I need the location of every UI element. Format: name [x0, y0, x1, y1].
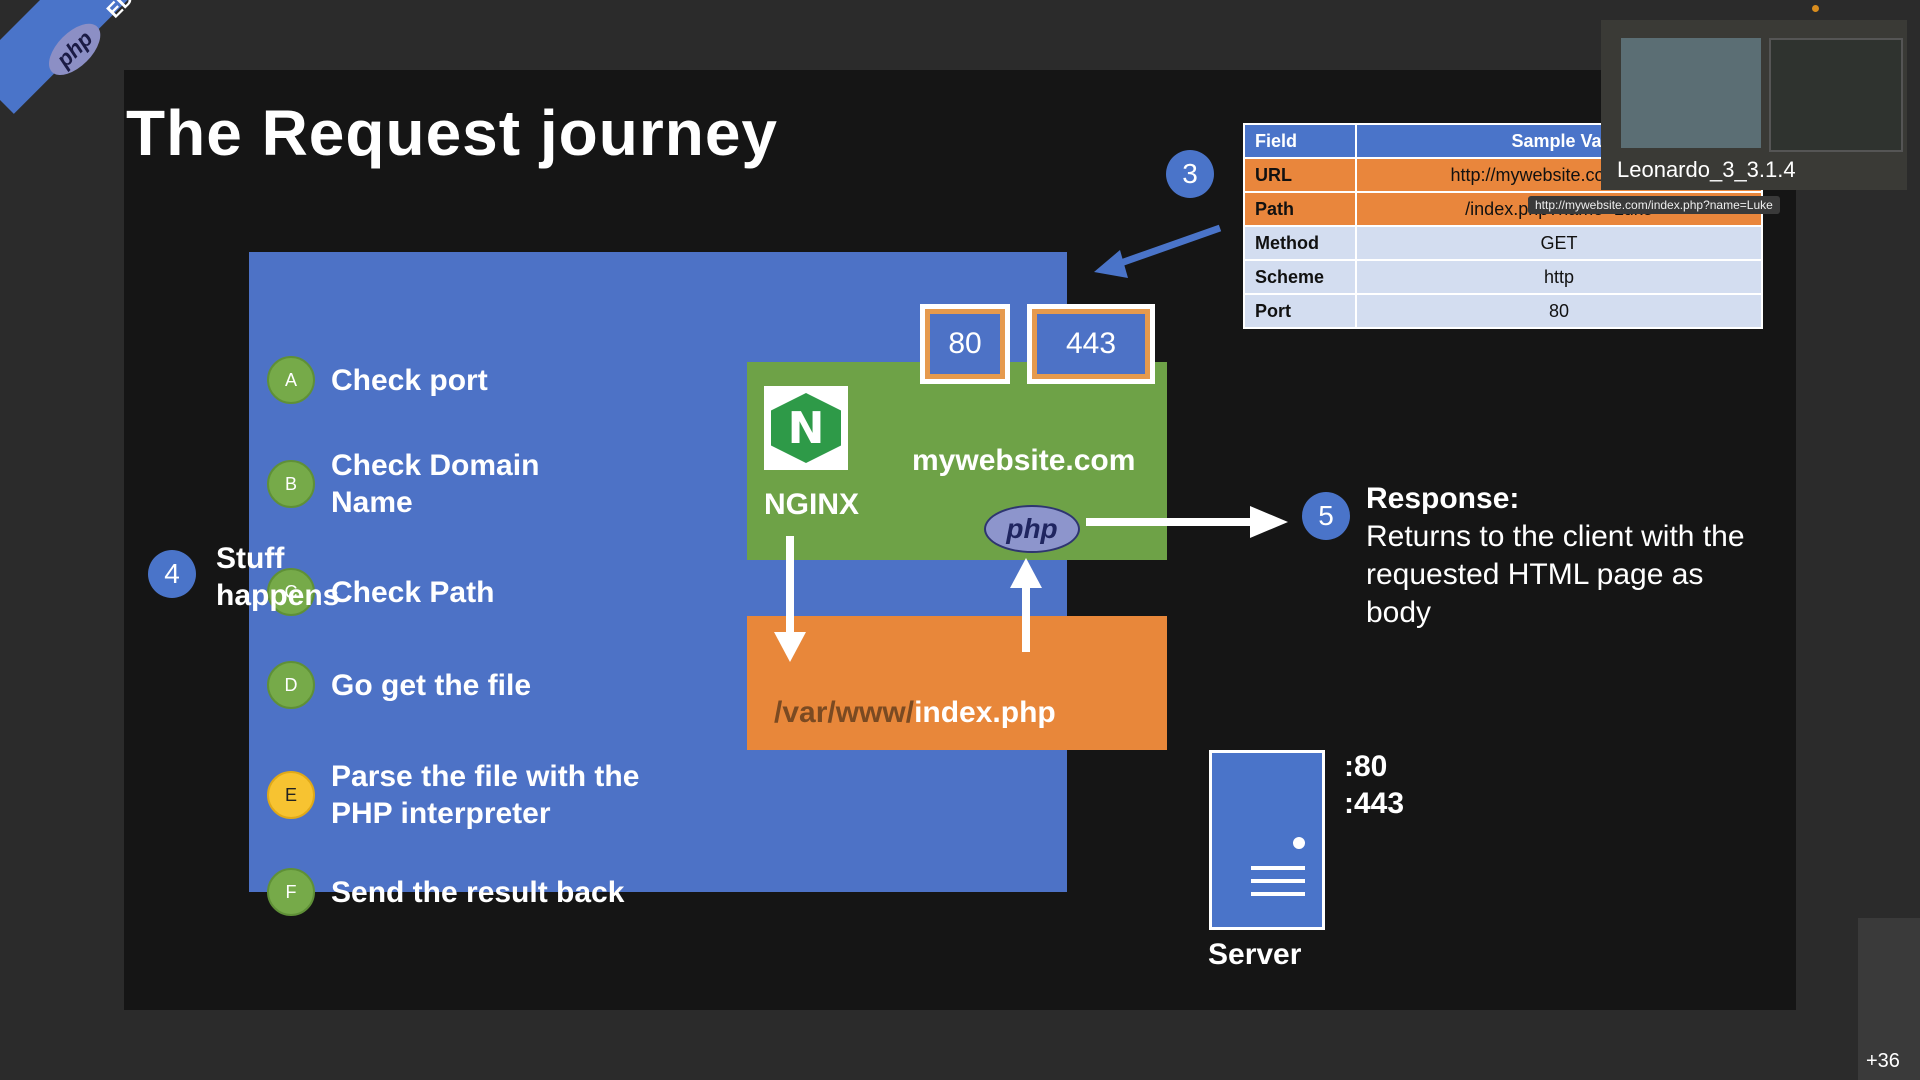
step-e: E Parse the file with the PHP interprete…: [267, 758, 647, 832]
table-cell-field: Path: [1243, 191, 1357, 227]
file-path-name: index.php: [914, 696, 1056, 729]
step-f-label: Send the result back: [331, 875, 625, 909]
server-led-icon: [1291, 835, 1307, 851]
table-row: Method GET: [1243, 225, 1763, 261]
server-port-443: :443: [1344, 787, 1405, 820]
server-icon: [1209, 750, 1325, 930]
file-path: /var/www/index.php: [774, 696, 1056, 730]
step-c: C Check Path: [267, 568, 494, 616]
participant-name: Leonardo_3_3.1.4: [1617, 157, 1796, 182]
step-b-label: Check Domain Name: [331, 449, 540, 519]
step-a-label: Check port: [331, 363, 488, 397]
step-3-arrow: [1094, 224, 1222, 278]
nginx-logo-letter: N: [771, 393, 841, 463]
step-c-label: Check Path: [331, 575, 495, 609]
participant-video-tile[interactable]: [1601, 20, 1907, 190]
link-tooltip: http://mywebsite.com/index.php?name=Luke: [1528, 196, 1780, 214]
php-logo-icon: php: [984, 505, 1080, 553]
table-cell-value: http: [1355, 259, 1763, 295]
step-5-badge: 5: [1302, 492, 1350, 540]
response-heading: Response:: [1366, 482, 1520, 515]
table-cell-field: Port: [1243, 293, 1357, 329]
response-arrow-icon: [1086, 506, 1288, 538]
port-443-box: 443: [1027, 304, 1155, 384]
file-path-dir: /var/www/: [774, 696, 915, 729]
nginx-logo-icon: N: [764, 386, 848, 470]
participant-overflow-tile[interactable]: [1858, 918, 1920, 1080]
table-header-field: Field: [1243, 123, 1357, 159]
step-4-label: Stuff happens: [216, 542, 340, 612]
step-a: A Check port: [267, 356, 488, 404]
step-e-label: Parse the file with the PHP interpreter: [331, 760, 640, 830]
table-cell-field: Scheme: [1243, 259, 1357, 295]
table-row: Port 80: [1243, 293, 1763, 329]
table-cell-field: URL: [1243, 157, 1357, 193]
up-arrow-icon: [1010, 558, 1042, 652]
step-4-badge: 4: [148, 550, 196, 598]
port-443-label: 443: [1037, 314, 1145, 374]
server-slot-icon: [1251, 892, 1305, 896]
step-f: F Send the result back: [267, 868, 624, 916]
port-80-label: 80: [930, 314, 1000, 374]
step-e-badge: E: [267, 771, 315, 819]
domain-label: mywebsite.com: [912, 444, 1136, 477]
port-80-box: 80: [920, 304, 1010, 384]
step-d-label: Go get the file: [331, 668, 532, 702]
recording-dot-icon: [1812, 5, 1819, 12]
table-header-row: Field Sample Val: [1243, 123, 1763, 159]
step-3-badge: 3: [1166, 150, 1214, 198]
step-b: B Check Domain Name: [267, 447, 567, 521]
server-slot-icon: [1251, 866, 1305, 870]
table-cell-value: 80: [1355, 293, 1763, 329]
step-a-badge: A: [267, 356, 315, 404]
server-label: Server: [1208, 938, 1302, 971]
table-cell-field: Method: [1243, 225, 1357, 261]
server-slot-icon: [1251, 879, 1305, 883]
nginx-label: NGINX: [764, 488, 860, 521]
server-ports: :80 :443: [1344, 748, 1404, 822]
step-d: D Go get the file: [267, 661, 531, 709]
table-row: Scheme http: [1243, 259, 1763, 295]
step-d-badge: D: [267, 661, 315, 709]
video-blackboard: [1769, 38, 1903, 152]
table-cell-value: GET: [1355, 225, 1763, 261]
response-body: Returns to the client with the requested…: [1366, 520, 1745, 629]
file-box: [747, 616, 1167, 750]
response-text: Response: Returns to the client with the…: [1366, 480, 1766, 632]
down-arrow-icon: [774, 536, 806, 662]
slide-title: The Request journey: [126, 97, 778, 169]
step-c-badge: C: [267, 568, 315, 616]
step-f-badge: F: [267, 868, 315, 916]
video-whiteboard: [1621, 38, 1761, 148]
server-port-80: :80: [1344, 750, 1388, 783]
step-b-badge: B: [267, 460, 315, 508]
participant-overflow-count[interactable]: +36: [1866, 1050, 1900, 1072]
edition-label: EDITION: [103, 0, 176, 23]
